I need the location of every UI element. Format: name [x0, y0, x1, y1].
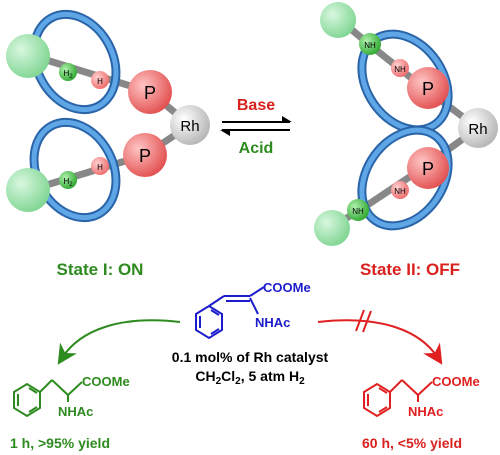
state-on-complex: H2 H P Rh H2 H P — [6, 9, 210, 223]
product-off-coome-label: COOMe — [432, 374, 480, 389]
label-nh: NH — [364, 41, 376, 50]
bond — [39, 379, 53, 393]
label-nh2: H2 — [63, 69, 73, 80]
conditions-line2: CH2Cl2, 5 atm H2 — [195, 368, 305, 387]
double-bond — [28, 387, 38, 394]
product-on-coome-label: COOMe — [82, 374, 130, 389]
ammonium-site-icon — [59, 171, 77, 189]
bond — [249, 297, 259, 315]
state-on-label: State I: ON — [57, 260, 144, 279]
stopper-sphere-icon — [314, 210, 350, 246]
base-label: Base — [237, 97, 275, 114]
rhodium-sphere-icon — [458, 108, 498, 148]
double-bond — [378, 387, 388, 394]
off-pathway-arrow — [317, 319, 443, 365]
substrate-structure — [195, 286, 265, 340]
label-rh: Rh — [468, 121, 487, 138]
label-nh: H — [97, 77, 103, 86]
bond — [208, 295, 225, 307]
result-off-label: 60 h, <5% yield — [362, 435, 462, 451]
label-rh: Rh — [180, 118, 199, 135]
product-off-structure — [363, 379, 433, 418]
equilibrium-arrows: Base Acid — [220, 97, 292, 157]
blocked-pathway-icon — [355, 309, 372, 333]
label-nh: NH — [394, 187, 406, 196]
phosphorus-sphere-icon — [407, 147, 449, 189]
benzene-ring-icon — [13, 382, 41, 418]
label-nh: NH — [352, 207, 364, 216]
result-on-label: 1 h, >95% yield — [10, 435, 110, 451]
substrate-nhac-label: NHAc — [255, 315, 290, 330]
label-p: P — [144, 83, 156, 103]
bond — [417, 381, 433, 396]
product-on-structure — [13, 379, 83, 418]
amine-site-icon — [359, 33, 381, 55]
benzene-ring-icon — [363, 382, 391, 418]
acid-label: Acid — [239, 140, 274, 157]
amine-site-icon — [391, 59, 409, 77]
phosphorus-sphere-icon — [128, 70, 172, 114]
double-bond — [28, 406, 38, 413]
on-pathway-arrow — [57, 319, 181, 365]
amine-site-icon — [91, 71, 109, 89]
stopper-sphere-icon — [6, 34, 50, 78]
amine-site-icon — [347, 199, 369, 221]
label-p: P — [422, 79, 434, 99]
phosphorus-sphere-icon — [123, 133, 167, 177]
macrocycle-ring-highlight — [31, 11, 119, 113]
reverse-arrowhead-icon — [220, 130, 230, 136]
bond — [401, 379, 419, 396]
double-bond — [210, 309, 220, 316]
phosphorus-sphere-icon — [407, 67, 449, 109]
amine-site-icon — [391, 181, 409, 199]
double-bond — [378, 406, 388, 413]
forward-arrowhead-icon — [282, 116, 292, 122]
amine-site-icon — [91, 157, 109, 175]
bond — [67, 381, 83, 396]
label-nh: H — [97, 163, 103, 172]
double-bond — [210, 328, 220, 335]
label-nh: NH — [394, 65, 406, 74]
conditions-line1: 0.1 mol% of Rh catalyst — [172, 349, 329, 365]
stopper-sphere-icon — [6, 168, 50, 212]
substrate-coome-label: COOMe — [263, 280, 311, 295]
label-nh2: H2 — [63, 177, 73, 188]
label-p: P — [139, 146, 151, 166]
bond — [389, 379, 403, 393]
stopper-sphere-icon — [320, 2, 356, 38]
macrocycle-ring-highlight — [359, 127, 451, 229]
ammonium-site-icon — [59, 63, 77, 81]
state-off-complex: NH NH P Rh P NH NH — [314, 2, 498, 246]
product-on-nhac-label: NHAc — [58, 404, 93, 419]
bond — [51, 379, 69, 396]
bond — [249, 286, 265, 297]
product-off-nhac-label: NHAc — [408, 404, 443, 419]
state-off-label: State II: OFF — [360, 260, 460, 279]
label-p: P — [422, 159, 434, 179]
rhodium-sphere-icon — [170, 105, 210, 145]
